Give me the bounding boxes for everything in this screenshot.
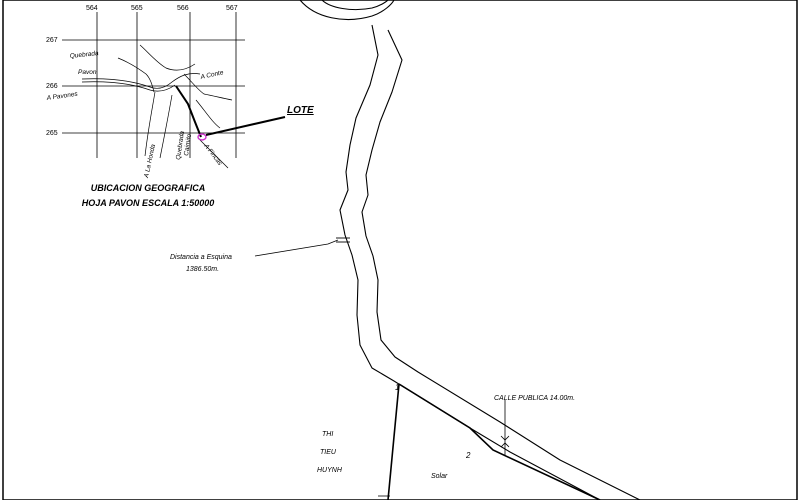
- lote-label: LOTE: [287, 105, 314, 116]
- inset-access-route: [175, 85, 202, 138]
- inset-title-line1: UBICACION GEOGRAFICA: [91, 183, 206, 193]
- location-inset: 564 565 566 567 267 266 265 LOTE Quebrad…: [45, 5, 314, 208]
- lote-leader-line: [205, 116, 286, 136]
- road: [299, 0, 641, 500]
- label-quebrada-pavon-1: Quebrada: [69, 50, 99, 60]
- label-a-fincas: A Fincas: [202, 142, 224, 167]
- neighbor-label-line1: THI: [322, 431, 333, 438]
- distance-label-line2: 1386.50m.: [186, 266, 219, 273]
- label-caimito: Caimito: [183, 133, 193, 156]
- grid-label-266: 266: [46, 83, 58, 90]
- grid-label-265: 265: [46, 130, 58, 137]
- street-label: CALLE PUBLICA 14.00m.: [494, 395, 575, 402]
- inset-roads: [81, 44, 233, 169]
- lot-boundary: [387, 383, 601, 500]
- inset-grid: [62, 12, 245, 158]
- vertex-label-2: 2: [465, 451, 471, 460]
- grid-label-566: 566: [177, 5, 189, 12]
- grid-label-567: 567: [226, 5, 238, 12]
- label-a-conte: A Conte: [199, 69, 225, 81]
- solar-label: Solar: [431, 473, 448, 480]
- neighbor-label-line3: HUYNH: [317, 467, 343, 474]
- neighbor-label-line2: TIEU: [320, 449, 337, 456]
- grid-label-564: 564: [86, 5, 98, 12]
- street-dimension: [500, 400, 510, 456]
- vertex-label-1: 1: [395, 383, 399, 392]
- road-edge-right: [321, 0, 641, 500]
- lot-marker: [197, 133, 207, 141]
- inset-title-line2: HOJA PAVON ESCALA 1:50000: [82, 198, 215, 208]
- label-quebrada-vertical: Quebrada: [175, 130, 186, 160]
- grid-label-565: 565: [131, 5, 143, 12]
- label-a-la-honda: A La Honda: [143, 143, 157, 179]
- grid-label-267: 267: [46, 37, 58, 44]
- distance-label-line1: Distancia a Esquina: [170, 254, 232, 261]
- distance-leader-line: [254, 239, 339, 257]
- label-a-pavones: A Pavones: [45, 91, 79, 103]
- label-quebrada-pavon-2: Pavon: [78, 69, 97, 76]
- distance-tick: [336, 237, 350, 243]
- road-edge-left: [299, 0, 601, 500]
